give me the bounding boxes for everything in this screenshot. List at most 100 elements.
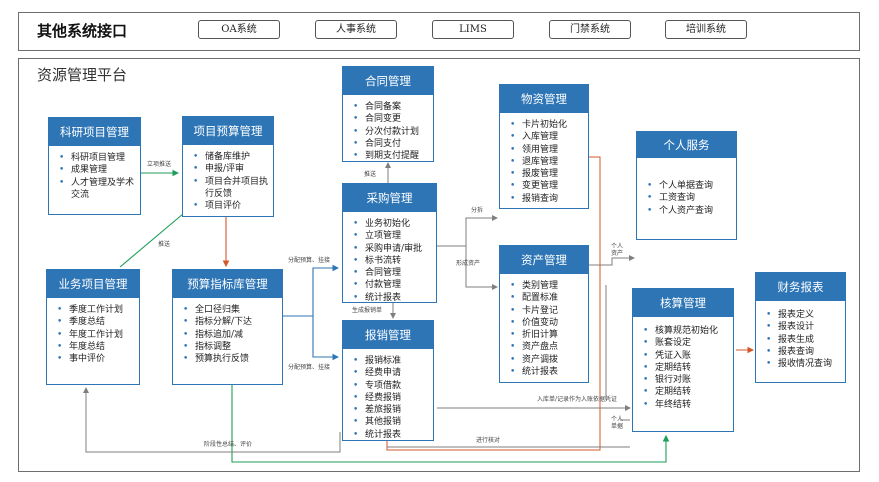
flow-asset-to-personal	[589, 255, 635, 266]
list-item: 指标分解/下达	[183, 316, 280, 329]
access-control-button[interactable]: 门禁系统	[549, 20, 631, 39]
list-item: 立项管理	[353, 230, 434, 243]
list-item: 折旧计算	[510, 329, 586, 342]
module-reimbursement: 报销管理 报销标准 经费申请 专项借款 经费报销 差旅报销 其他报销 统计报表	[342, 320, 434, 441]
module-material: 物资管理 卡片初始化 入库管理 领用管理 退库管理 报废管理 变更管理 报销查询	[499, 84, 589, 209]
flow-index-to-accounting	[231, 385, 670, 463]
module-budget-index: 预算指标库管理 全口径归集 指标分解/下达 指标追加/减 指标调整 预算执行反馈	[172, 269, 283, 385]
label-split: 分拆	[471, 207, 484, 214]
list-item: 资产盘点	[510, 341, 586, 354]
module-project-budget: 项目预算管理 储备库维护 申报/评审 项目合并项目执行反馈 项目评价	[182, 116, 274, 217]
module-asset: 资产管理 类别管理 配置标准 卡片登记 价值变动 折旧计算 资产盘点 资产调拨 …	[499, 245, 589, 383]
training-system-button[interactable]: 培训系统	[665, 20, 747, 39]
list-item: 预算执行反馈	[183, 353, 280, 366]
list-item: 储备库维护	[193, 151, 271, 164]
list-item: 分次付款计划	[353, 126, 431, 139]
label-push-contract: 推送	[364, 171, 377, 178]
module-business-title: 业务项目管理	[47, 270, 139, 298]
module-budget-index-title: 预算指标库管理	[173, 270, 282, 298]
list-item: 合同备案	[353, 101, 431, 114]
hr-system-button[interactable]: 人事系统	[315, 20, 397, 39]
list-item: 资产调拨	[510, 354, 586, 367]
module-accounting: 核算管理 核算规范初始化 账套设定 凭证入账 定期结转 银行对账 定期结转 年终…	[632, 288, 734, 432]
flow-index-to-reimbursement	[312, 316, 340, 361]
label-voucher: 入库单/记录作为入账依据凭证	[537, 396, 618, 403]
list-item: 卡片登记	[510, 305, 586, 318]
list-item: 卡片初始化	[510, 119, 586, 132]
list-item: 变更管理	[510, 180, 586, 193]
list-item: 事中评价	[57, 353, 137, 366]
list-item: 报表生成	[766, 334, 843, 347]
list-item: 报表查询	[766, 346, 843, 359]
list-item: 人才管理及学术交流	[59, 177, 138, 202]
list-item: 项目评价	[193, 200, 271, 213]
list-item: 其他报销	[353, 416, 431, 429]
label-generate-reimb: 生成报销单	[352, 307, 383, 314]
list-item: 类别管理	[510, 280, 586, 293]
list-item: 领用管理	[510, 144, 586, 157]
label-stage-summary: 阶段性总结、评价	[204, 441, 253, 448]
module-finance-report-title: 财务报表	[756, 273, 845, 301]
module-material-title: 物资管理	[500, 85, 588, 113]
module-research-title: 科研项目管理	[49, 118, 140, 146]
flow-index-to-procurement	[283, 264, 340, 317]
list-item: 季度总结	[57, 316, 137, 329]
list-item: 项目合并项目执行反馈	[193, 176, 271, 201]
label-personal-doc: 个人 单据	[611, 416, 624, 430]
list-item: 个人单据查询	[647, 180, 734, 193]
list-item: 申报/评审	[193, 163, 271, 176]
list-item: 年终结转	[643, 399, 731, 412]
list-item: 成果管理	[59, 164, 138, 177]
label-form-asset: 形成资产	[456, 260, 481, 267]
list-item: 报表定义	[766, 309, 843, 322]
list-item: 专项借款	[353, 380, 431, 393]
list-item: 采购申请/审批	[353, 243, 434, 256]
list-item: 年度工作计划	[57, 329, 137, 342]
list-item: 报废管理	[510, 168, 586, 181]
label-alloc-budget-2: 分配预算、挂接	[288, 364, 331, 371]
module-procurement: 采购管理 业务初始化 立项管理 采购申请/审批 标书流转 合同管理 付款管理 统…	[342, 183, 437, 304]
module-contract: 合同管理 合同备案 合同变更 分次付款计划 合同支付 到期支付提醒	[342, 66, 434, 163]
label-alloc-budget-1: 分配预算、挂接	[288, 257, 331, 264]
list-item: 报销查询	[510, 193, 586, 206]
label-push-up: 推送	[158, 241, 171, 248]
lims-button[interactable]: LIMS	[432, 20, 514, 39]
list-item: 业务初始化	[353, 218, 434, 231]
list-item: 经费报销	[353, 392, 431, 405]
list-item: 标书流转	[353, 255, 434, 268]
module-procurement-title: 采购管理	[343, 184, 436, 212]
module-asset-title: 资产管理	[500, 246, 588, 274]
list-item: 到期支付提醒	[353, 150, 431, 163]
list-item: 合同管理	[353, 267, 434, 280]
list-item: 付款管理	[353, 279, 434, 292]
module-business: 业务项目管理 季度工作计划 季度总结 年度工作计划 年度总结 事中评价	[46, 269, 140, 385]
module-accounting-title: 核算管理	[633, 289, 733, 317]
list-item: 季度工作计划	[57, 304, 137, 317]
list-item: 全口径归集	[183, 304, 280, 317]
list-item: 工资查询	[647, 192, 734, 205]
list-item: 报收情况查询	[766, 358, 843, 371]
module-reimbursement-title: 报销管理	[343, 321, 433, 349]
list-item: 统计报表	[510, 366, 586, 379]
flow-summary-to-business	[83, 387, 341, 453]
list-item: 价值变动	[510, 317, 586, 330]
list-item: 年度总结	[57, 341, 137, 354]
module-personal-service: 个人服务 个人单据查询 工资查询 个人资产查询	[636, 131, 737, 240]
list-item: 凭证入账	[643, 350, 731, 363]
module-research: 科研项目管理 科研项目管理 成果管理 人才管理及学术交流	[48, 117, 141, 215]
list-item: 统计报表	[353, 429, 431, 442]
list-item: 差旅报销	[353, 404, 431, 417]
list-item: 个人资产查询	[647, 205, 734, 218]
interface-title: 其他系统接口	[37, 22, 128, 40]
list-item: 退库管理	[510, 156, 586, 169]
list-item: 入库管理	[510, 131, 586, 144]
list-item: 指标调整	[183, 341, 280, 354]
oa-system-button[interactable]: OA系统	[198, 20, 280, 39]
label-personal-asset: 个人 资产	[611, 243, 624, 257]
list-item: 合同支付	[353, 138, 431, 151]
module-finance-report: 财务报表 报表定义 报表设计 报表生成 报表查询 报收情况查询	[755, 272, 846, 383]
list-item: 报表设计	[766, 321, 843, 334]
list-item: 指标追加/减	[183, 329, 280, 342]
list-item: 合同变更	[353, 113, 431, 126]
